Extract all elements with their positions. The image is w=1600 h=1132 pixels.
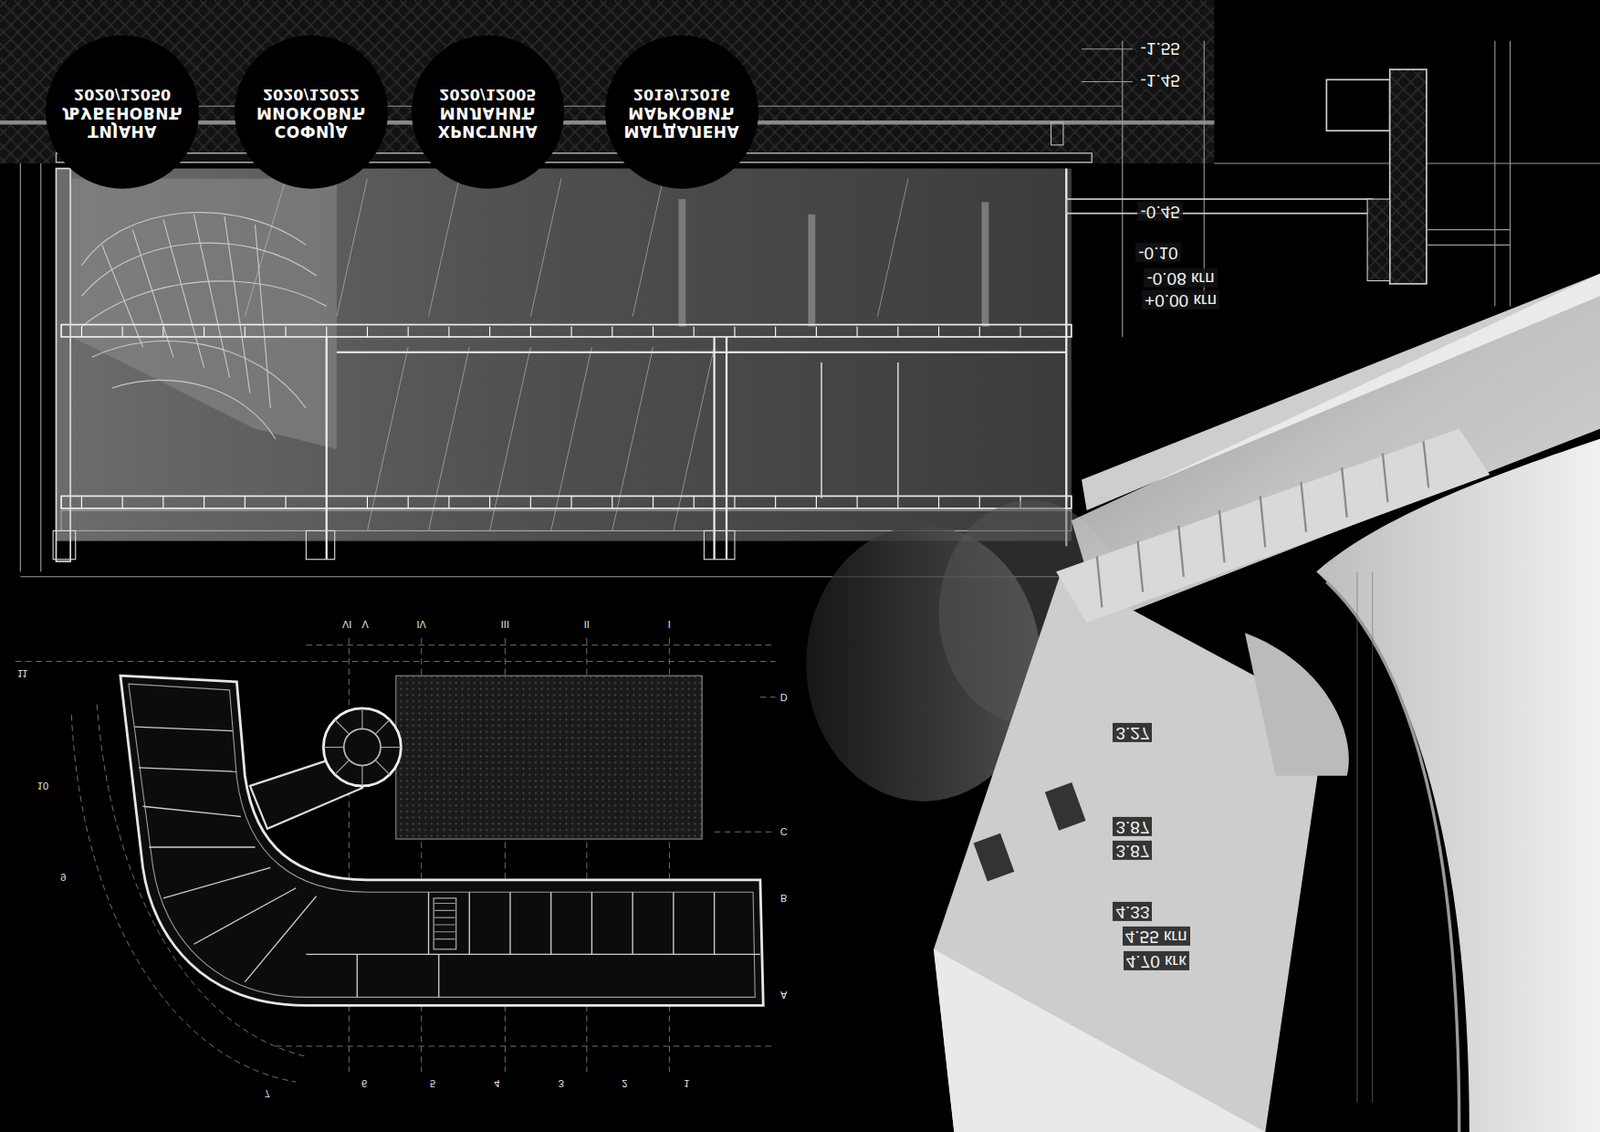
- level-dimension: 3.87: [1112, 840, 1152, 860]
- badge-text: СОФИЈА МИОКОВИЋ 2020/12022: [247, 84, 376, 139]
- grid-axis-label: I: [665, 618, 674, 630]
- grid-axis-label: 7: [261, 1087, 273, 1099]
- badge-text: МАГДАЛЕНА МАРКОВИЋ 2019/12016: [617, 84, 746, 139]
- level-dimension: -1.45: [1137, 70, 1182, 90]
- student-number: 2019/12016: [617, 84, 746, 102]
- grid-axis-label: VI: [339, 618, 355, 630]
- grid-axis-label: III: [498, 618, 513, 630]
- author-badge: ТИЈАНА ЉУБЕНОВИЋ 2020/12050: [45, 35, 199, 189]
- grid-axis-label: 6: [358, 1077, 370, 1089]
- level-dimension: -0.10: [1135, 242, 1181, 262]
- grid-axis-label: 5: [427, 1077, 439, 1089]
- author-badge: МАГДАЛЕНА МАРКОВИЋ 2019/12016: [605, 35, 759, 189]
- grid-axis-label: 11: [14, 668, 31, 680]
- level-dimension: 4.33: [1112, 901, 1152, 921]
- student-number: 2020/12050: [58, 84, 187, 102]
- author-name: ТИЈАНА ЉУБЕНОВИЋ: [58, 104, 187, 140]
- level-dimension: +0.00 кгп: [1141, 290, 1220, 310]
- grid-axis-label: 1: [680, 1077, 692, 1089]
- grid-axis-label: 3: [555, 1077, 567, 1089]
- grid-axis-label: 9: [57, 871, 69, 883]
- level-dimension: -0.45: [1137, 201, 1182, 221]
- grid-axis-label: C: [777, 826, 791, 837]
- badge-text: ХРИСТИНА МИЛАНИЋ 2020/12005: [423, 84, 552, 139]
- grid-axis-label: V: [359, 618, 372, 630]
- grid-axis-label: A: [777, 989, 790, 1001]
- author-name: СОФИЈА МИОКОВИЋ: [247, 104, 376, 140]
- grid-axis-label: B: [777, 892, 790, 904]
- grid-axis-label: 10: [34, 780, 52, 792]
- student-number: 2020/12022: [247, 84, 376, 102]
- badge-text: ТИЈАНА ЉУБЕНОВИЋ 2020/12050: [58, 84, 187, 139]
- level-dimension: -1.55: [1137, 38, 1182, 58]
- author-badge: СОФИЈА МИОКОВИЋ 2020/12022: [234, 35, 388, 189]
- grid-axis-label: II: [581, 618, 593, 630]
- level-dimension: 3.27: [1112, 722, 1152, 743]
- grid-axis-label: 2: [618, 1077, 630, 1089]
- grid-axis-label: 4: [491, 1077, 502, 1089]
- grid-axis-label: D: [777, 691, 791, 703]
- author-name: МАГДАЛЕНА МАРКОВИЋ: [617, 104, 746, 140]
- level-dimension: 4.70 кгк: [1123, 951, 1190, 971]
- author-badge: ХРИСТИНА МИЛАНИЋ 2020/12005: [411, 35, 565, 189]
- grid-axis-label: IV: [414, 618, 429, 630]
- level-dimension: -0.08 кгп: [1143, 268, 1217, 288]
- level-dimension: 3.87: [1112, 816, 1152, 837]
- level-dimension: 4.55 кгп: [1122, 926, 1191, 946]
- student-number: 2020/12005: [423, 84, 552, 102]
- author-name: ХРИСТИНА МИЛАНИЋ: [423, 104, 552, 140]
